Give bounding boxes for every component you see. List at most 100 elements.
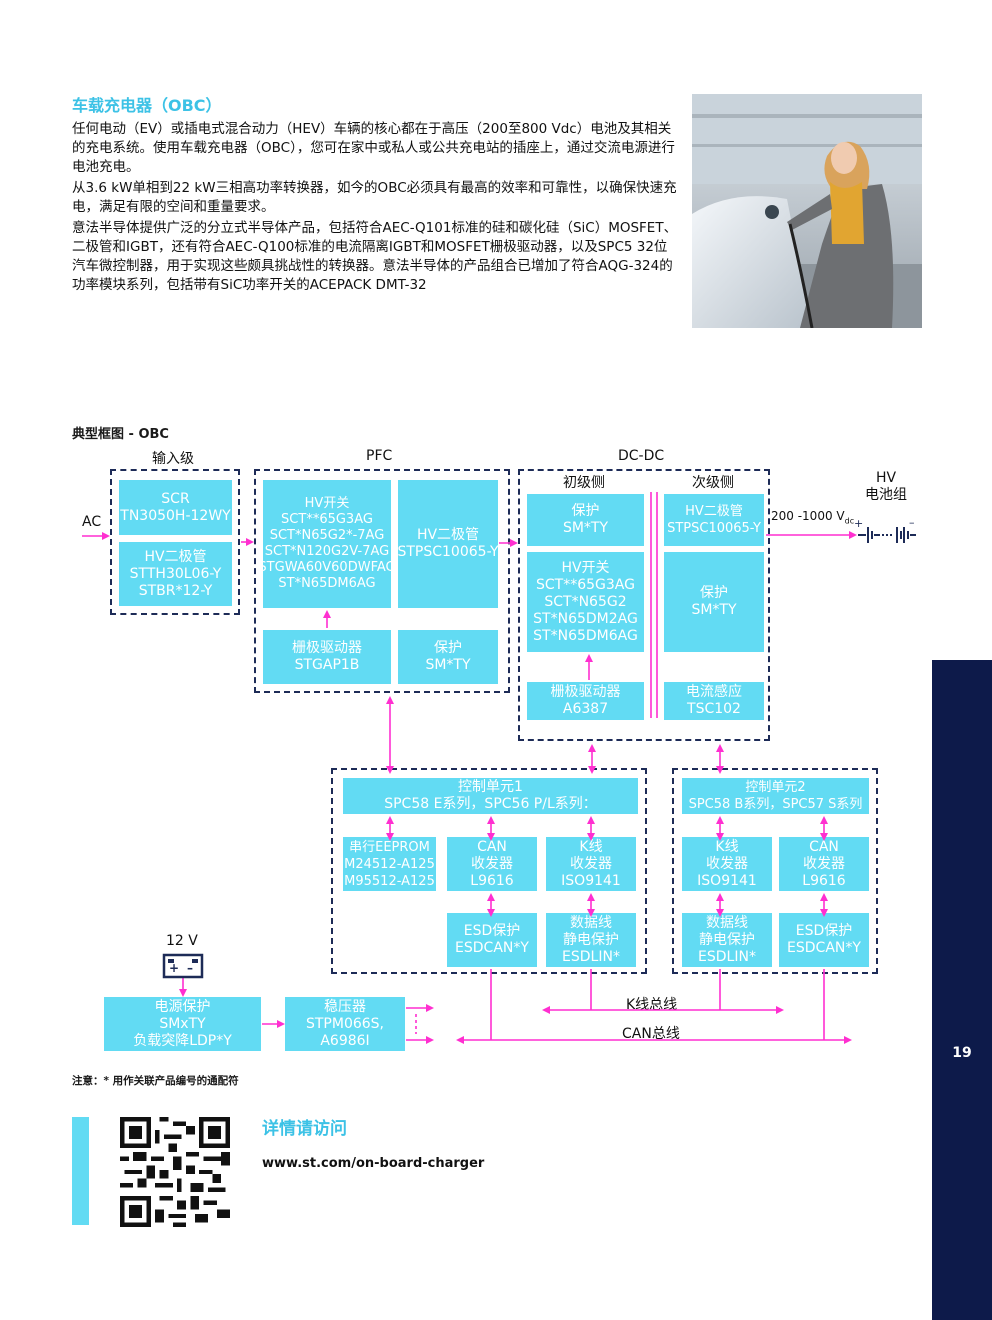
block-can-transceiver-2: CAN 收发器 L9616	[779, 837, 869, 891]
voltage-unit: dc	[844, 516, 855, 526]
block-text: STGWA60V60DWFAG	[263, 560, 391, 575]
block-text: ESDCAN*Y	[455, 940, 529, 956]
block-text: SCR	[161, 490, 190, 507]
battery-plus-sign: +	[854, 517, 863, 530]
block-voltage-regulator: 稳压器 STPM066S, A6986I	[285, 997, 405, 1051]
paragraph-products: 意法半导体提供广泛的分立式半导体产品，包括符合AEC-Q101标准的硅和碳化硅（…	[72, 220, 678, 293]
block-k-line-transceiver-1: K线 收发器 ISO9141	[546, 837, 636, 891]
side-tab	[932, 660, 992, 1320]
website-link[interactable]: www.st.com/on-board-charger	[262, 1156, 485, 1171]
block-text: SCT*N65G2*-7AG	[269, 528, 385, 543]
block-serial-eeprom: 串行EEPROM M24512-A125 M95512-A125	[343, 837, 436, 891]
block-can-transceiver-1: CAN 收发器 L9616	[447, 837, 537, 891]
label-hv: HV	[875, 470, 897, 486]
block-secondary-protection: 保护 SM*TY	[664, 552, 764, 652]
block-text: 电源保护	[154, 998, 211, 1015]
qr-accent-bar	[72, 1117, 89, 1225]
group-input-stage	[110, 469, 240, 615]
block-control-unit-1: 控制单元1 SPC58 E系列，SPC56 P/L系列：	[343, 778, 638, 814]
block-control-unit-2: 控制单元2 SPC58 B系列，SPC57 S系列	[682, 778, 869, 814]
block-text: ISO9141	[697, 872, 757, 889]
block-pfc-hv-switch: HV开关 SCT**65G3AG SCT*N65G2*-7AG SCT*N120…	[263, 480, 391, 608]
block-text: ISO9141	[561, 872, 621, 889]
block-text: M95512-A125	[344, 873, 435, 889]
block-text: A6986I	[320, 1032, 370, 1049]
block-text: ST*N65DM6AG	[533, 627, 638, 644]
label-battery-pack: 电池组	[865, 487, 907, 503]
block-text: SM*TY	[562, 520, 609, 536]
block-text: 保护	[434, 640, 462, 656]
block-text: CAN	[809, 838, 839, 855]
block-text: SCT*N65G2	[544, 593, 627, 610]
block-primary-hv-switch: HV开关 SCT**65G3AG SCT*N65G2 ST*N65DM2AG S…	[527, 552, 644, 652]
block-text: HV二极管	[685, 504, 743, 519]
svg-text:–: –	[187, 961, 193, 975]
block-hv-diode-input: HV二极管 STTH30L06-Y STBR*12-Y	[119, 542, 232, 606]
label-pfc: PFC	[366, 448, 393, 464]
block-text: 串行EEPROM	[349, 839, 430, 855]
block-text: 静电保护	[699, 931, 755, 948]
visit-title: 详情请访问	[262, 1119, 347, 1139]
block-text: SCT**65G3AG	[281, 512, 373, 527]
section-title: 车载充电器（OBC）	[72, 96, 222, 115]
block-text: 静电保护	[563, 931, 619, 948]
block-text: 保护	[700, 585, 728, 601]
label-dcdc: DC-DC	[618, 448, 665, 464]
group-pfc	[254, 469, 510, 693]
label-hv-battery: HV 电池组	[862, 470, 910, 504]
block-text: 控制单元1	[458, 779, 523, 795]
car-battery-icon: + –	[162, 953, 204, 979]
label-12v: 12 V	[166, 933, 198, 949]
photo-woman-charging-car	[692, 94, 922, 328]
block-text: TSC102	[687, 701, 741, 717]
block-text: STBR*12-Y	[138, 582, 213, 599]
qr-code-icon[interactable]	[120, 1117, 230, 1227]
block-text: 电流感应	[686, 684, 742, 700]
block-text: CAN	[477, 838, 507, 855]
block-text: ESD保护	[463, 923, 521, 939]
block-secondary-hv-diode: HV二极管 STPSC10065-Y	[664, 494, 764, 546]
block-text: 栅极驱动器	[550, 684, 621, 700]
block-scr: SCR TN3050H-12WY	[119, 480, 232, 535]
block-text: HV开关	[561, 559, 610, 576]
block-text: 收发器	[706, 855, 748, 872]
block-text: 数据线	[570, 914, 612, 931]
battery-symbol-icon	[858, 527, 916, 543]
block-text: 稳压器	[324, 998, 366, 1015]
block-text: 栅极驱动器	[292, 640, 362, 656]
block-text: K线	[715, 838, 739, 855]
block-text: M24512-A125	[344, 856, 435, 872]
block-text: HV开关	[304, 496, 350, 511]
label-ac: AC	[82, 514, 102, 530]
block-pfc-hv-diode: HV二极管 STPSC10065-Y	[398, 480, 498, 608]
block-esd-lin-2: 数据线 静电保护 ESDLIN*	[682, 913, 772, 967]
block-text: STPM066S,	[305, 1015, 385, 1032]
block-text: SM*TY	[691, 602, 737, 618]
voltage-value: 200 -1000 V	[771, 509, 845, 523]
block-text: 收发器	[471, 855, 513, 872]
block-pfc-gate-driver: 栅极驱动器 STGAP1B	[263, 630, 391, 684]
label-output-voltage: 200 -1000 Vdc	[771, 509, 854, 525]
block-text: 负载突降LDP*Y	[133, 1032, 232, 1049]
block-secondary-current-sense: 电流感应 TSC102	[664, 682, 764, 720]
block-text: A6387	[562, 701, 609, 717]
block-text: SPC58 B系列，SPC57 S系列	[688, 797, 863, 812]
group-control-unit-1	[331, 768, 647, 974]
block-text: L9616	[470, 872, 514, 889]
block-text: L9616	[802, 872, 846, 889]
block-text: ESDLIN*	[562, 948, 620, 965]
block-text: SCT*N120G2V-7AG	[264, 544, 390, 559]
block-text: ESDLIN*	[698, 948, 756, 965]
svg-text:+: +	[169, 961, 179, 975]
paragraph-intro: 任何电动（EV）或插电式混合动力（HEV）车辆的核心都在于高压（200至800 …	[72, 121, 675, 175]
block-text: STTH30L06-Y	[129, 565, 222, 582]
block-text: 控制单元2	[745, 780, 806, 795]
block-text: HV二极管	[144, 548, 207, 565]
block-text: K线	[579, 838, 603, 855]
block-text: HV二极管	[416, 527, 480, 543]
block-text: SPC58 E系列，SPC56 P/L系列：	[384, 796, 597, 812]
label-secondary-side: 次级侧	[692, 475, 734, 491]
block-esd-lin-1: 数据线 静电保护 ESDLIN*	[546, 913, 636, 967]
block-text: 数据线	[706, 914, 748, 931]
